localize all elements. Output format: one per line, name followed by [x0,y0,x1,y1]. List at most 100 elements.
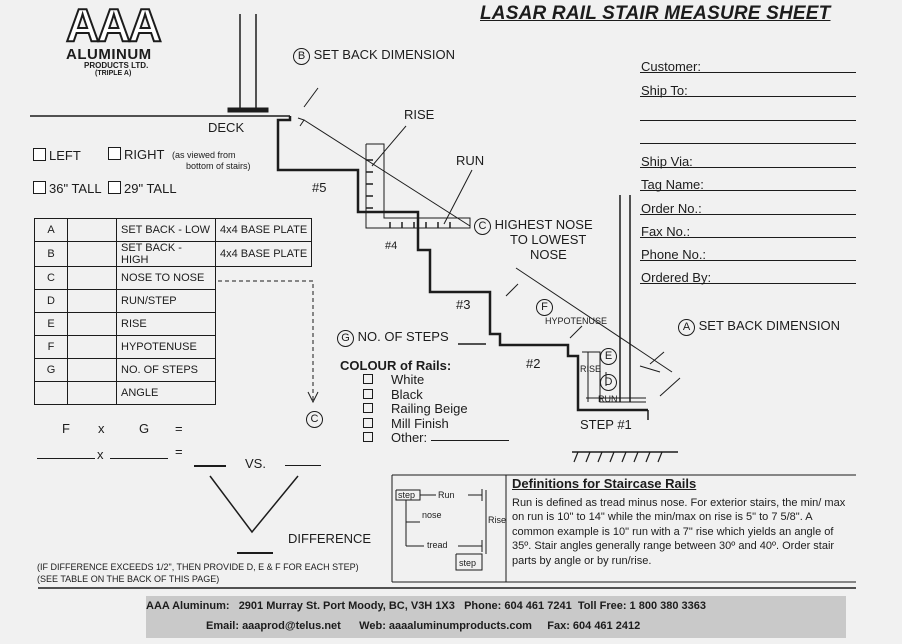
option-29-label: 29" TALL [124,181,177,196]
colour-option[interactable]: White [340,372,468,388]
field-line[interactable] [640,167,856,168]
footer: AAA Aluminum: 2901 Murray St. Port Moody… [146,596,846,638]
def-step2-label: step [459,558,477,568]
hypotenuse-label: HYPOTENUSE [545,316,608,326]
blank-result[interactable] [194,465,226,467]
field-line[interactable] [640,96,856,97]
colour-label: Black [391,386,423,402]
colour-checkbox[interactable] [363,432,373,442]
marker-b: B [293,48,310,65]
set-back-b: B SET BACK DIMENSION [293,47,455,65]
set-back-a-label: SET BACK DIMENSION [698,318,840,333]
marker-e-circle: E [600,348,617,365]
footer-address: 2901 Murray St. Port Moody, BC, V3H 1X3 [238,600,455,612]
field-ship-to: Ship To: [641,83,688,98]
def-step-label: step [398,490,416,500]
row-value-cell[interactable] [67,312,117,336]
set-back-a: A SET BACK DIMENSION [678,318,840,336]
logo-sub: PRODUCTS LTD. [84,61,149,70]
logo-name: ALUMINUM [66,46,152,63]
checkbox-36-tall[interactable] [33,181,46,194]
formula-x: x [98,421,105,436]
highest-nose-2: TO LOWEST [510,232,587,247]
row-value-cell[interactable] [67,381,117,405]
page-title: LASAR RAIL STAIR MEASURE SHEET [480,3,831,24]
highest-nose: C HIGHEST NOSE [474,217,593,235]
right-note: (as viewed from [172,150,236,160]
marker-f: F [536,298,553,316]
right-note-2: bottom of stairs) [186,161,251,171]
option-left[interactable]: LEFT [33,148,81,163]
field-line[interactable] [640,190,856,191]
step-1-label: STEP #1 [580,417,632,432]
colour-option[interactable]: Black [340,386,468,403]
deck-label: DECK [208,120,245,135]
row-value-cell[interactable] [67,289,117,313]
option-left-label: LEFT [49,148,81,163]
field-line[interactable] [640,283,856,284]
step-3-label: #3 [456,297,471,312]
no-of-steps: G NO. OF STEPS [337,329,449,347]
marker-d: D [600,373,617,391]
blank-difference[interactable] [237,552,273,554]
row-value-cell[interactable] [67,358,117,382]
checkbox-right[interactable] [108,147,121,160]
field-line[interactable] [640,72,856,73]
option-right[interactable]: RIGHT [108,147,164,162]
row-label: HYPOTENUSE [116,335,216,359]
footer-web[interactable]: Web: aaaaluminumproducts.com [359,620,532,632]
colour-label: White [391,372,425,387]
footer-email[interactable]: Email: aaaprod@telus.net [206,620,341,632]
colour-option[interactable]: Mill Finish [340,416,468,432]
marker-e: E [600,347,617,365]
blank-g[interactable] [110,458,168,459]
formula-vs: VS. [245,456,266,471]
marker-c-bottom-circle: C [306,411,323,428]
marker-f-circle: F [536,299,553,316]
option-36-tall[interactable]: 36" TALL [33,181,102,196]
option-29-tall[interactable]: 29" TALL [108,181,177,196]
colour-checkbox[interactable] [363,403,373,413]
marker-d-circle: D [600,374,617,391]
field-line[interactable] [640,214,856,215]
formula-g: G [139,421,150,436]
colour-label: Railing Beige [391,401,468,416]
field-line[interactable] [640,237,856,238]
rise-label: RISE [404,107,435,122]
colour-checkbox[interactable] [363,417,373,428]
run-label: RUN [456,153,485,168]
def-run-label: Run [438,490,455,500]
checkbox-left[interactable] [33,148,46,161]
highest-nose-label: HIGHEST NOSE [494,217,593,232]
logo-sub2: (TRIPLE A) [95,70,132,77]
other-colour-line[interactable] [431,440,509,441]
step-4-label: #4 [385,240,398,252]
row-value-cell[interactable] [67,218,117,242]
field-line[interactable] [640,120,856,121]
row-label: ANGLE [116,381,216,405]
no-of-steps-label: NO. OF STEPS [357,329,449,344]
highest-nose-3: NOSE [530,247,567,262]
row-value-cell[interactable] [67,241,117,267]
row-letter: A [34,218,68,242]
colour-checkbox[interactable] [363,374,373,384]
field-line[interactable] [640,260,856,261]
checkbox-29-tall[interactable] [108,181,121,194]
colour-option[interactable]: Railing Beige [340,401,468,417]
field-line[interactable] [640,143,856,144]
table-note: (SEE TABLE ON THE BACK OF THIS PAGE) [37,574,220,584]
table-row: ANGLE [34,381,312,405]
blank-c[interactable] [285,465,321,466]
colour-checkbox[interactable] [363,388,373,399]
colour-option[interactable]: Other: [340,430,468,446]
blank-f[interactable] [37,458,95,459]
footer-fax: Fax: 604 461 2412 [547,620,641,632]
footer-tollfree: Toll Free: 1 800 380 3363 [577,600,707,612]
row-label: SET BACK - LOW [116,218,216,242]
row-letter: D [34,289,68,313]
